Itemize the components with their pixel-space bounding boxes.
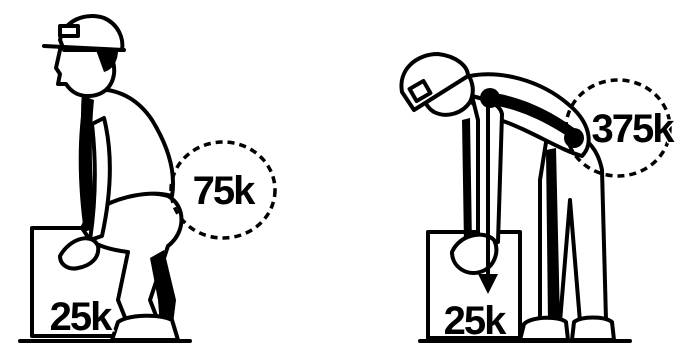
stoop-shoe-front [520, 318, 568, 340]
stoop-box-load-label: 25k [444, 299, 507, 343]
stoop-back-load-label: 375k [592, 107, 676, 151]
stoop-shoulder-joint [480, 88, 500, 108]
squat-box-load-label: 25k [50, 295, 113, 339]
stoop-arm-shadow [462, 118, 472, 244]
stoop-lift-figure: 25k 375k [401, 54, 675, 343]
squat-helmet-badge [60, 26, 78, 36]
squat-arm [90, 118, 110, 240]
squat-back-load-label: 75k [193, 169, 256, 213]
squat-lift-figure: 25k 75k [20, 16, 275, 341]
squat-shoe [112, 316, 178, 340]
stoop-shoe-back [572, 318, 614, 341]
